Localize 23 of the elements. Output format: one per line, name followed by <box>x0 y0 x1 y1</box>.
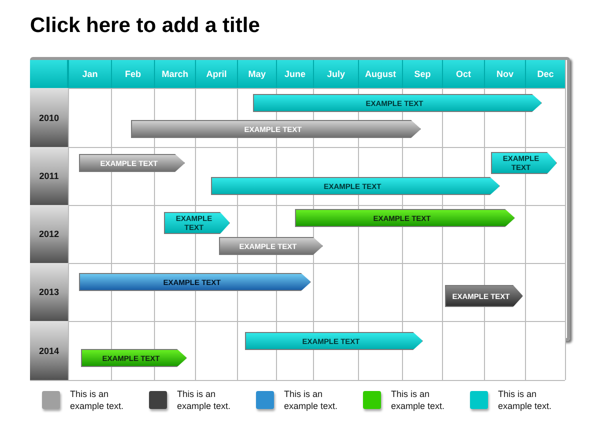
month-label: Dec <box>525 60 565 88</box>
legend-text: This is an example text. <box>391 388 446 412</box>
month-label: Feb <box>111 60 154 88</box>
year-label: 2010 <box>30 88 68 147</box>
year-label: 2012 <box>30 205 68 263</box>
month-label: June <box>276 60 313 88</box>
month-label: August <box>358 60 402 88</box>
month-label: March <box>154 60 195 88</box>
legend-text: This is an example text. <box>284 388 339 412</box>
legend-text: This is an example text. <box>177 388 232 412</box>
month-label: Oct <box>442 60 484 88</box>
month-label: Jan <box>68 60 111 88</box>
month-label: May <box>237 60 276 88</box>
legend-text: This is an example text. <box>498 388 553 412</box>
year-label: 2011 <box>30 147 68 205</box>
month-label: April <box>195 60 237 88</box>
legend-text: This is an example text. <box>70 388 125 412</box>
year-label: 2013 <box>30 263 68 321</box>
year-label: 2014 <box>30 321 68 380</box>
month-label: Sep <box>402 60 442 88</box>
slide-title: Click here to add a title <box>30 14 260 38</box>
month-label: July <box>313 60 358 88</box>
month-label: Nov <box>484 60 525 88</box>
